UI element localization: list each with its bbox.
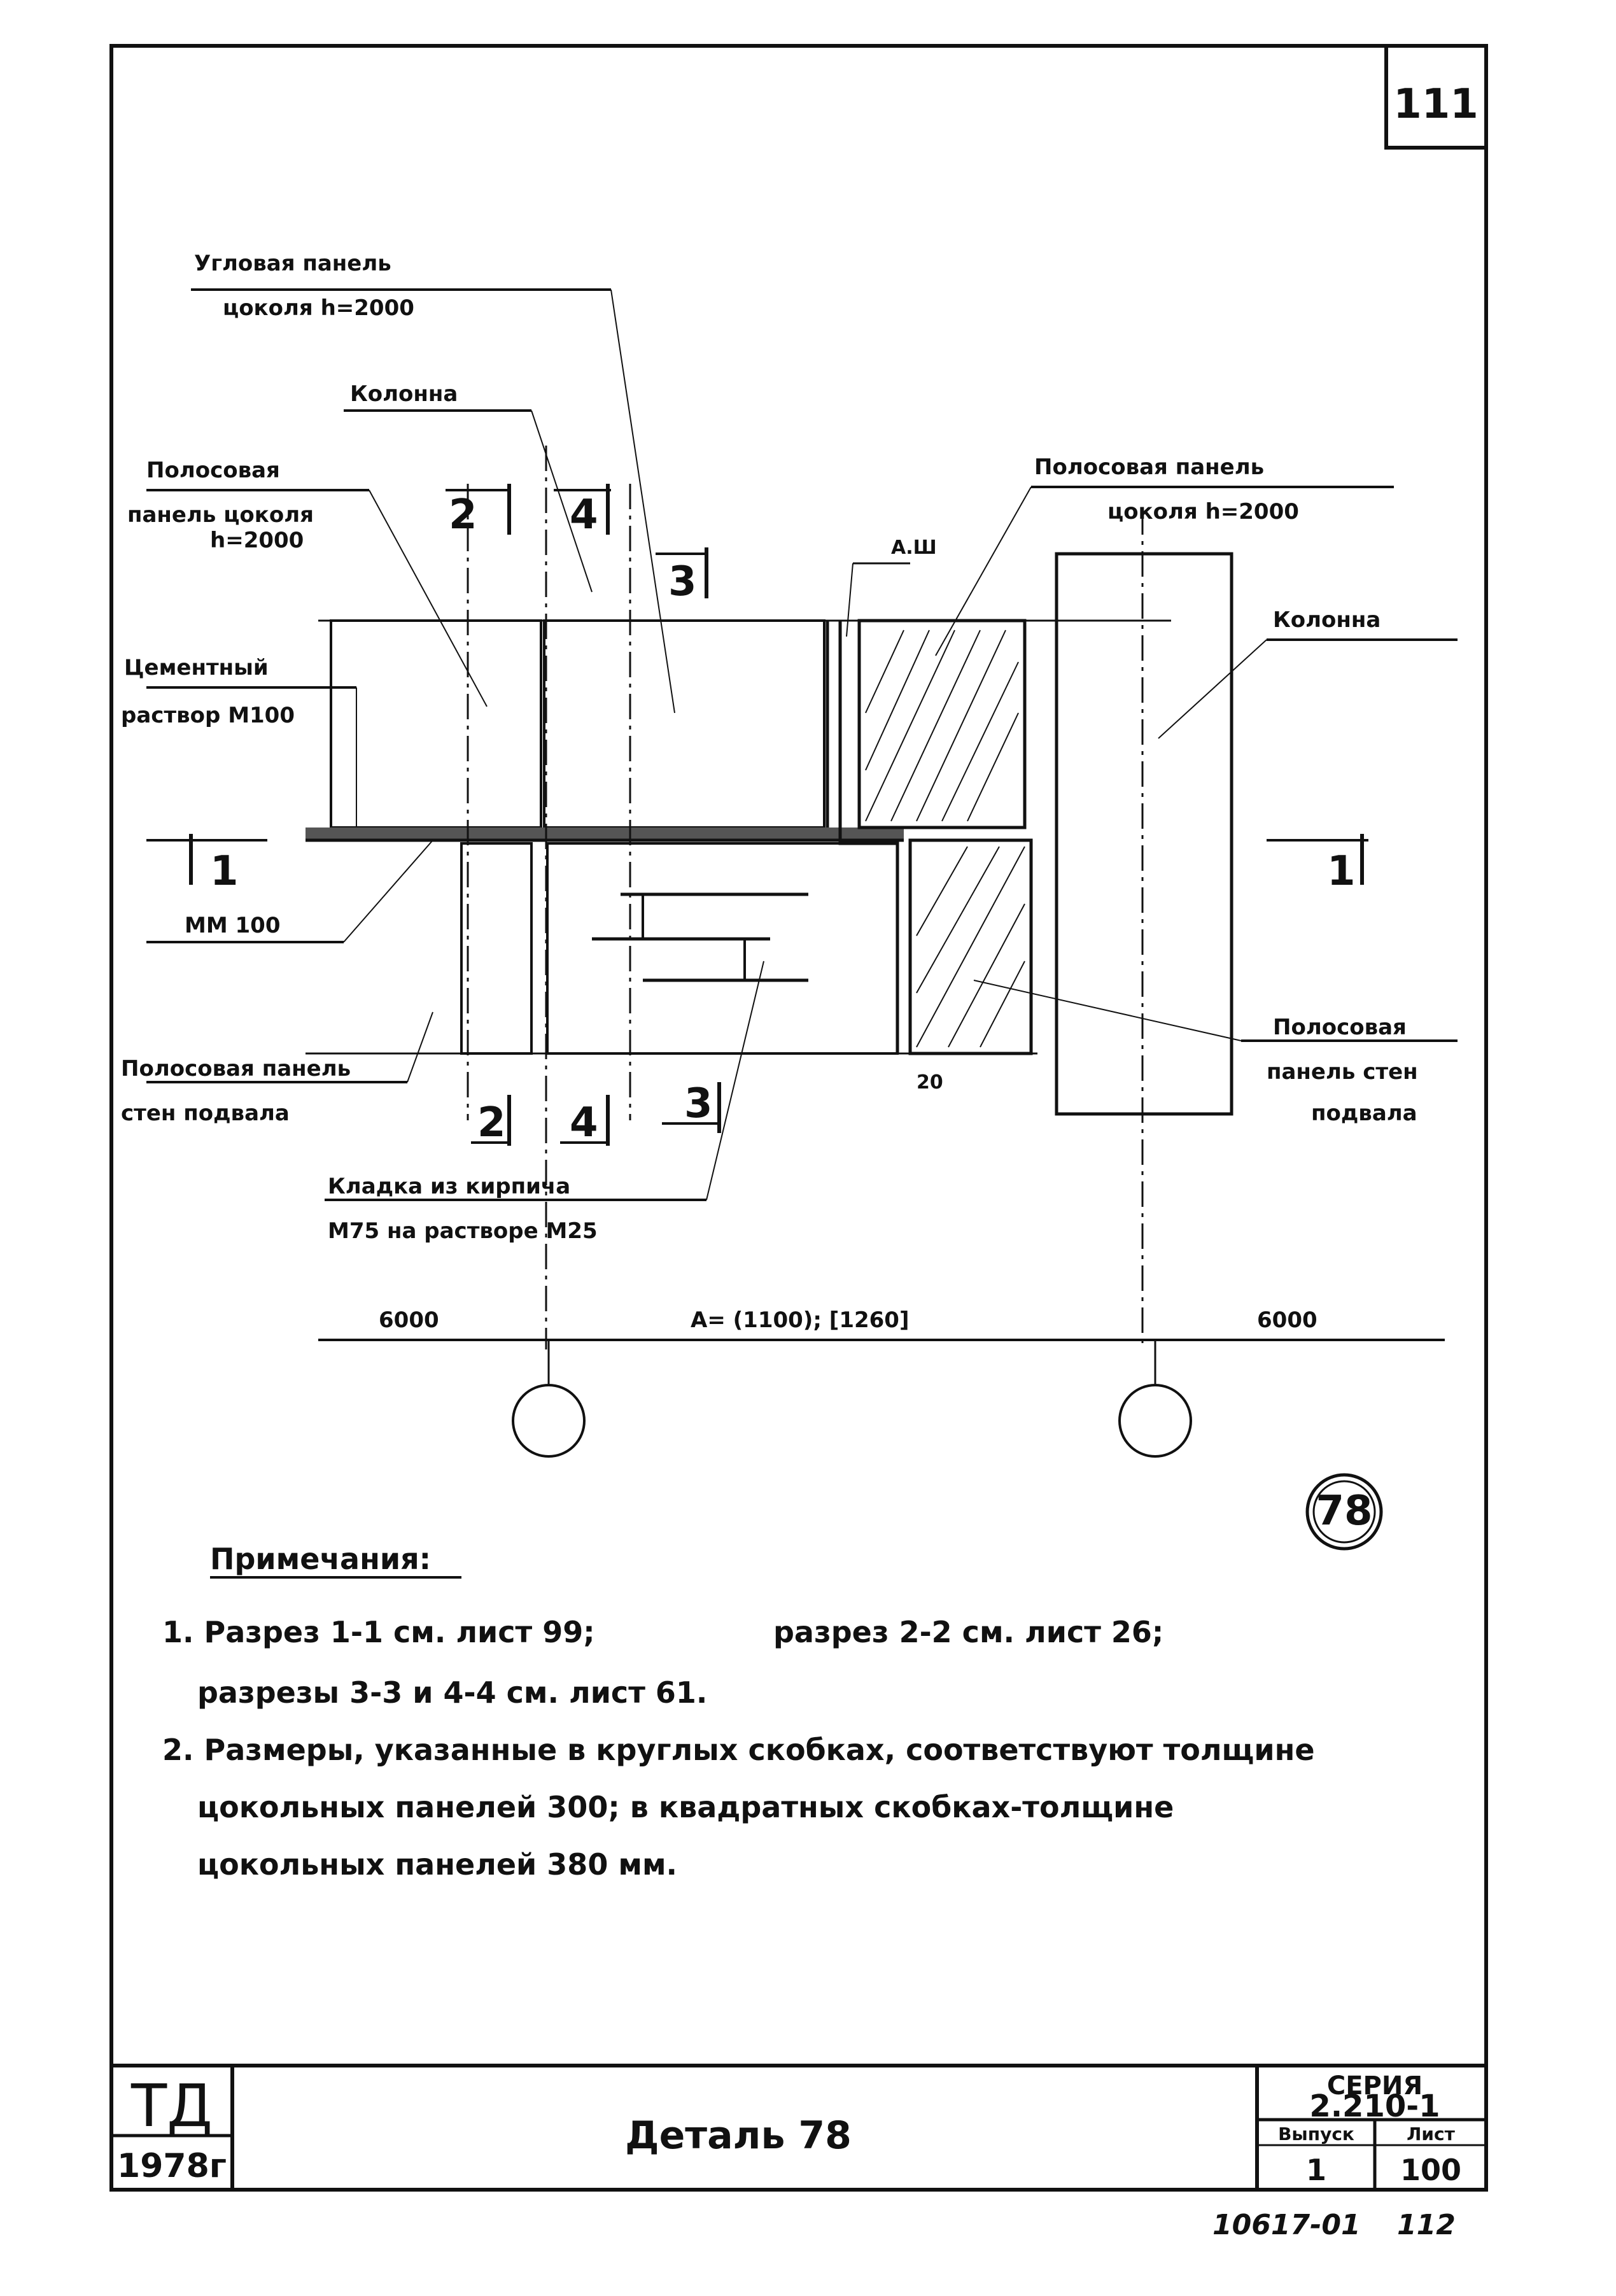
dimension-right: 6000 xyxy=(1257,1307,1317,1333)
section-4-bottom: 4 xyxy=(570,1099,598,1146)
footer: 10617-01 112 xyxy=(1212,2209,1456,2241)
plan-drawing xyxy=(146,288,1458,1551)
section-3-top: 3 xyxy=(668,558,697,605)
label-strip-plinth-left-1: Полосовая xyxy=(146,458,280,483)
detail-mark: 78 xyxy=(1316,1488,1372,1535)
title-year: 1978г xyxy=(117,2147,227,2185)
label-strip-basement-left-2: стен подвала xyxy=(121,1101,290,1126)
series-label: СЕРИЯ xyxy=(1327,2071,1423,2101)
sheet-number: 111 xyxy=(1393,81,1479,128)
notes-section: Примечания: 1. Разрез 1-1 см. лист 99; р… xyxy=(162,1542,1315,1882)
note-2-line-2: цокольных панелей 300; в квадратных скоб… xyxy=(197,1790,1174,1824)
label-brickwork-2: М75 на растворе М25 xyxy=(328,1218,598,1244)
label-mm100: ММ 100 xyxy=(185,913,280,938)
label-gap-20: 20 xyxy=(917,1071,943,1094)
sheet-label: Лист xyxy=(1407,2123,1455,2145)
label-cement-mortar-1: Цементный xyxy=(124,655,269,680)
label-strip-basement-right-1: Полосовая xyxy=(1273,1015,1407,1040)
label-waterproof: А.Ш xyxy=(891,537,937,559)
frame-border xyxy=(109,44,1488,2192)
note-1-part-1: 1. Разрез 1-1 см. лист 99; xyxy=(162,1615,595,1649)
sheet-number-box: 111 xyxy=(1384,44,1488,150)
dimension-center: А= (1100); [1260] xyxy=(691,1307,910,1333)
section-2-top: 2 xyxy=(449,491,477,539)
note-2-line-1: 2. Размеры, указанные в круглых скобках,… xyxy=(162,1733,1315,1767)
note-1-part-2: разрез 2-2 см. лист 26; xyxy=(773,1615,1163,1649)
label-strip-basement-left-1: Полосовая панель xyxy=(121,1056,351,1081)
issue-label: Выпуск xyxy=(1278,2123,1354,2145)
label-brickwork-1: Кладка из кирпича xyxy=(328,1174,570,1199)
note-1-part-3: разрезы 3-3 и 4-4 см. лист 61. xyxy=(197,1675,707,1710)
footer-page: 112 xyxy=(1397,2209,1456,2241)
section-3-bottom: 3 xyxy=(684,1080,713,1127)
note-2-line-3: цокольных панелей 380 мм. xyxy=(197,1847,677,1882)
label-cement-mortar-2: раствор М100 xyxy=(121,703,295,728)
label-strip-plinth-left-3: h=2000 xyxy=(210,528,304,553)
label-column-right: Колонна xyxy=(1273,607,1381,633)
plan-labels: Угловая панель цоколя h=2000 Колонна Пол… xyxy=(121,251,1418,1535)
issue-value: 1 xyxy=(1306,2153,1326,2187)
section-1-left: 1 xyxy=(210,848,239,895)
label-strip-plinth-right-2: цоколя h=2000 xyxy=(1107,499,1299,525)
label-strip-plinth-right-1: Полосовая панель xyxy=(1034,454,1264,480)
section-1-right: 1 xyxy=(1327,848,1356,895)
section-2-bottom: 2 xyxy=(477,1099,506,1146)
label-strip-basement-right-2: панель стен xyxy=(1267,1059,1418,1085)
label-strip-plinth-left-2: панель цоколя xyxy=(127,502,314,528)
series-value: 2.210-1 xyxy=(1309,2088,1440,2124)
title-org: ТД xyxy=(130,2072,213,2140)
footer-stamp: 10617-01 xyxy=(1212,2209,1361,2241)
title-detail: Деталь 78 xyxy=(625,2113,852,2158)
label-corner-panel-2: цоколя h=2000 xyxy=(223,295,414,321)
label-strip-basement-right-3: подвала xyxy=(1311,1101,1417,1126)
title-block-text: ТД 1978г Деталь 78 СЕРИЯ 2.210-1 Выпуск … xyxy=(117,2071,1461,2187)
label-column-left: Колонна xyxy=(350,381,458,407)
notes-title: Примечания: xyxy=(210,1542,431,1576)
sheet-value: 100 xyxy=(1400,2153,1461,2187)
section-4-top: 4 xyxy=(570,491,598,539)
label-corner-panel-1: Угловая панель xyxy=(194,251,391,276)
title-block xyxy=(111,2064,1486,2190)
dimension-left: 6000 xyxy=(379,1307,439,1333)
